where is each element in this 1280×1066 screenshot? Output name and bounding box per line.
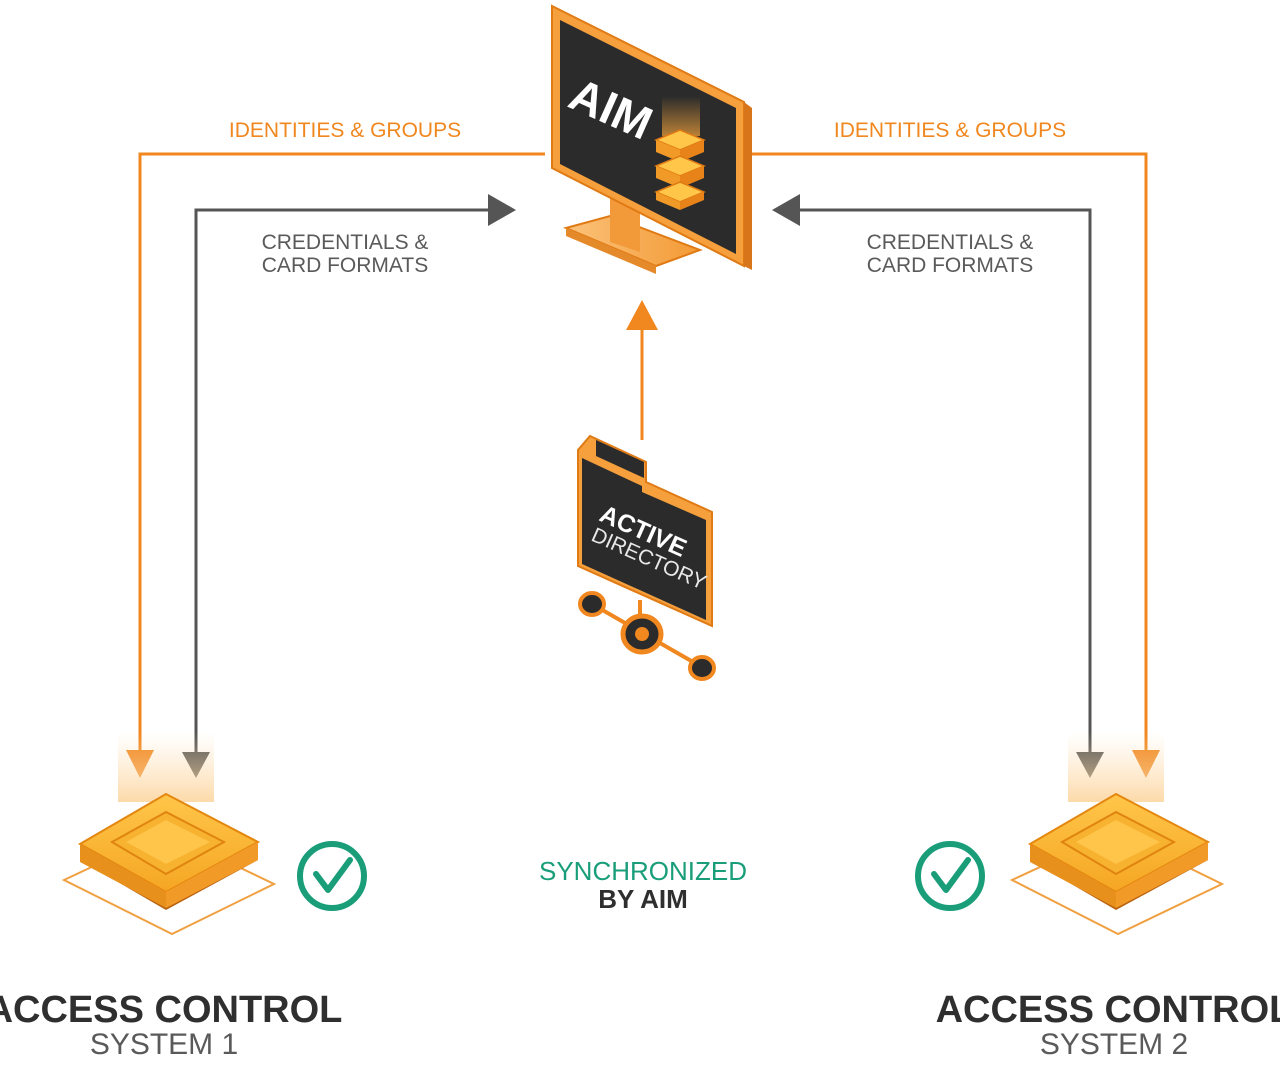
access-control-device-icon bbox=[1009, 732, 1225, 936]
access-control-device-icon bbox=[61, 732, 277, 936]
left-credentials-label-line2: CARD FORMATS bbox=[262, 254, 428, 277]
monitor-icon bbox=[551, 4, 752, 274]
folder-icon bbox=[577, 434, 713, 628]
system-2-title: ACCESS CONTROL bbox=[936, 989, 1280, 1031]
left-identities-label: IDENTITIES & GROUPS bbox=[229, 119, 461, 142]
directory-to-aim-arrow bbox=[626, 300, 658, 440]
server-stack-icon bbox=[654, 129, 706, 210]
right-identities-label: IDENTITIES & GROUPS bbox=[834, 119, 1066, 142]
right-credentials-line bbox=[772, 194, 1104, 778]
system-1-title: ACCESS CONTROL bbox=[0, 989, 342, 1031]
sync-label-line1: SYNCHRONIZED bbox=[539, 856, 747, 886]
sync-label-line2: BY AIM bbox=[598, 884, 688, 914]
check-circle-icon bbox=[297, 841, 367, 911]
right-credentials-label-line2: CARD FORMATS bbox=[867, 254, 1033, 277]
system-2-subtitle: SYSTEM 2 bbox=[1040, 1028, 1188, 1061]
right-credentials-label-line1: CREDENTIALS & bbox=[867, 231, 1034, 254]
left-credentials-line bbox=[182, 194, 516, 778]
check-circle-icon bbox=[915, 841, 985, 911]
left-credentials-label-line1: CREDENTIALS & bbox=[262, 231, 429, 254]
system-1-subtitle: SYSTEM 1 bbox=[90, 1028, 238, 1061]
network-node-icon bbox=[578, 591, 716, 681]
server-glow bbox=[662, 96, 700, 136]
